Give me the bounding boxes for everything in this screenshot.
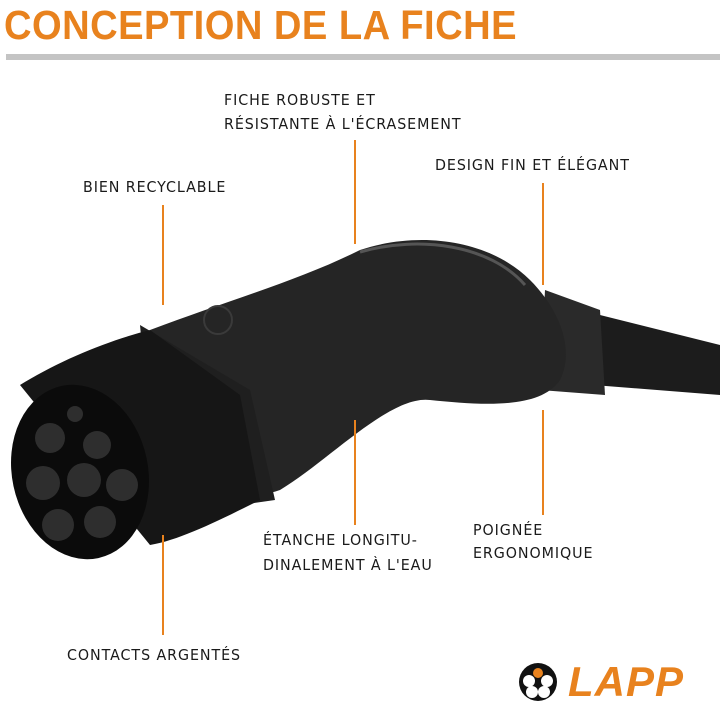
label-design: DESIGN FIN ET ÉLÉGANT: [435, 156, 630, 174]
title-divider: [6, 54, 720, 60]
callout-line-recyclable: [162, 205, 164, 305]
page-title: CONCEPTION DE LA FICHE: [4, 2, 517, 48]
label-contacts: CONTACTS ARGENTÉS: [67, 646, 242, 664]
cable-cross-section-icon: [519, 663, 557, 701]
brand-name: LAPP: [568, 658, 685, 705]
callout-line-handle: [542, 410, 544, 515]
callout-line-robust: [354, 140, 356, 244]
callout-line-waterproof: [354, 420, 356, 525]
callout-line-design: [542, 183, 544, 285]
label-handle-line1: POIGNÉE: [473, 521, 544, 539]
label-waterproof-line1: ÉTANCHE LONGITU-: [263, 531, 418, 549]
lapp-logo: LAPP: [518, 658, 684, 706]
label-waterproof-line2: DINALEMENT À L'EAU: [263, 556, 433, 574]
label-robust-line1: FICHE ROBUSTE ET: [224, 91, 376, 109]
label-recyclable: BIEN RECYCLABLE: [83, 178, 227, 196]
label-robust-line2: RÉSISTANTE À L'ÉCRASEMENT: [224, 115, 462, 133]
callout-line-contacts: [162, 535, 164, 635]
label-handle-line2: ERGONOMIQUE: [473, 544, 594, 562]
